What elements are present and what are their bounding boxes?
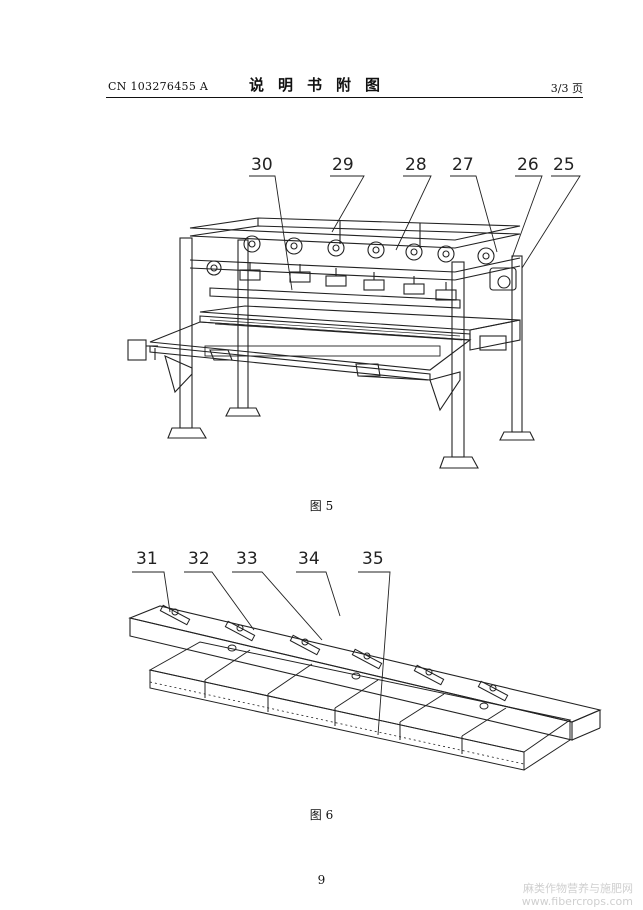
page-number: 9	[317, 873, 326, 887]
label-31: 31	[136, 549, 158, 569]
figure-5-leaders	[249, 175, 581, 291]
figure-6-assembly	[128, 604, 602, 771]
figure-5-machine	[127, 217, 535, 469]
label-28: 28	[405, 155, 427, 175]
label-30: 30	[251, 155, 273, 175]
label-27: 27	[452, 155, 474, 175]
page-count: 3/3 页	[550, 82, 583, 95]
figure-6-caption: 图 6	[309, 808, 334, 822]
label-32: 32	[188, 549, 210, 569]
rollers	[206, 235, 495, 276]
teeth	[209, 319, 463, 341]
watermark-line-2: www.fibercrops.com	[521, 895, 633, 908]
page-title: 说明书附图	[248, 76, 394, 94]
document-number: CN 103276455 A	[108, 80, 209, 93]
figure-5-caption: 图 5	[309, 499, 334, 513]
label-26: 26	[517, 155, 539, 175]
figure-5-labels: 30 29 28 27 26 25	[251, 155, 575, 175]
figure-6-leaders	[132, 571, 391, 736]
label-33: 33	[236, 549, 258, 569]
clamp-levers	[159, 604, 509, 710]
label-25: 25	[553, 155, 575, 175]
tiles	[148, 641, 572, 771]
header-rule	[106, 97, 583, 98]
presser-plates	[239, 262, 457, 301]
label-34: 34	[298, 549, 320, 569]
watermark: 麻类作物营养与施肥网 www.fibercrops.com	[522, 882, 633, 908]
label-29: 29	[332, 155, 354, 175]
label-35: 35	[362, 549, 384, 569]
watermark-line-1: 麻类作物营养与施肥网	[523, 882, 633, 895]
figure-6-labels: 31 32 33 34 35	[136, 549, 384, 569]
